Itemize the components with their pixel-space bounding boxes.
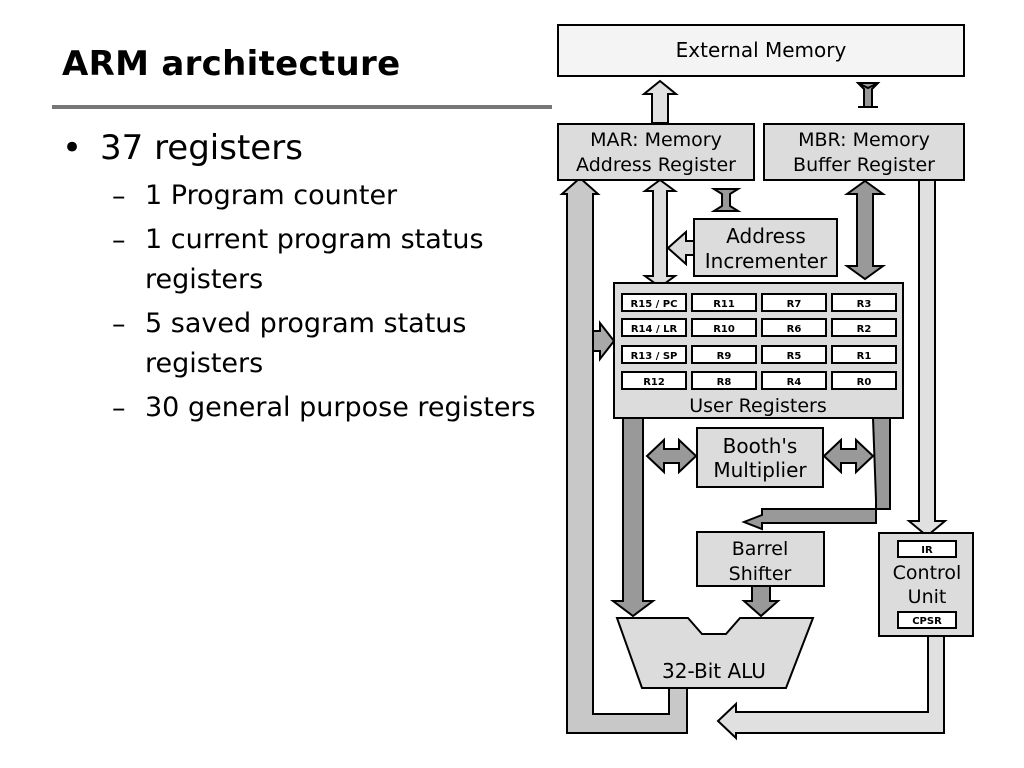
mar-registers-arrow: [641, 178, 679, 289]
register-label: R11: [713, 299, 735, 310]
control-alu-bus: [716, 635, 945, 741]
register-label: R3: [857, 299, 872, 310]
sub-bullet-marker: –: [112, 309, 126, 340]
register-grid: R15 / PC R11 R7 R3 R14 / LR R10 R6 R2 R1…: [621, 293, 897, 390]
register-cell: [621, 371, 687, 390]
booth-right-arrow: [822, 437, 875, 475]
mar-to-memory-arrow: [641, 79, 679, 124]
registers-alu-arrow: [610, 417, 656, 618]
cpsr-label: CPSR: [912, 616, 942, 627]
register-label: R6: [787, 324, 802, 335]
booths-multiplier-box: [696, 427, 824, 488]
barrel-shifter-box: [696, 531, 825, 587]
mar-label-line1: MAR: Memory: [590, 129, 722, 151]
mbr-label-line1: MBR: Memory: [798, 129, 930, 151]
sub-bullet-text: 30 general purpose registers: [145, 392, 536, 423]
register-cell: [621, 293, 687, 312]
register-cell: [761, 318, 827, 337]
register-cell: [621, 318, 687, 337]
register-label: R2: [857, 324, 872, 335]
external-memory-label: External Memory: [676, 38, 847, 62]
mbr-registers-arrow: [843, 179, 887, 281]
mbr-control-bus: [906, 179, 948, 538]
mar-box: [557, 123, 755, 181]
alu-shape: [615, 617, 815, 689]
sub-bullet-text: 1 current program status registers: [145, 224, 484, 295]
external-memory-box: [557, 24, 965, 77]
register-cell: [831, 345, 897, 364]
booths-multiplier-line1: Booth's: [723, 434, 798, 458]
sub-bullet-item: – 1 current program status registers: [100, 220, 542, 300]
incrementer-mar-arrow: [710, 188, 742, 212]
sub-bullet-marker: –: [112, 393, 126, 424]
register-cell: [761, 293, 827, 312]
register-cell: [831, 371, 897, 390]
register-label: R15 / PC: [631, 299, 678, 310]
bullet-text: 37 registers: [100, 128, 303, 168]
alu-label: 32-Bit ALU: [662, 659, 766, 683]
register-label: R13 / SP: [631, 351, 678, 362]
control-unit-line2: Unit: [908, 586, 947, 608]
registers-shifter-arrow: [741, 417, 891, 531]
arm-block-diagram: External Memory MAR: Memory Address Regi…: [557, 24, 974, 741]
sub-bullet-item: – 1 Program counter: [100, 176, 542, 216]
bullet-item: • 37 registers – 1 Program counter – 1 c…: [62, 128, 542, 428]
register-label: R7: [787, 299, 802, 310]
register-cell: [691, 318, 757, 337]
register-cell: [691, 345, 757, 364]
register-label: R12: [643, 377, 665, 388]
barrel-shifter-line2: Shifter: [729, 563, 792, 585]
sub-bullet-item: – 5 saved program status registers: [100, 304, 542, 384]
register-cell: [831, 293, 897, 312]
address-incrementer-box: [693, 218, 838, 277]
sub-bullet-item: – 30 general purpose registers: [100, 388, 542, 428]
register-cell: [761, 345, 827, 364]
register-cell: [761, 371, 827, 390]
incrementer-output-arrow: [666, 229, 695, 267]
booths-multiplier-line2: Multiplier: [713, 458, 807, 482]
ir-register-box: [897, 540, 957, 558]
register-cell: [691, 293, 757, 312]
mbr-label-line2: Buffer Register: [793, 154, 935, 176]
mar-label-line2: Address Register: [576, 154, 736, 176]
alu-to-mar-bus: [559, 176, 688, 734]
barrel-shifter-line1: Barrel: [732, 538, 789, 560]
bus-to-registers-arrow: [592, 320, 616, 362]
register-label: R0: [857, 377, 872, 388]
register-label: R4: [787, 377, 802, 388]
title-divider: [52, 105, 552, 109]
register-label: R8: [717, 377, 732, 388]
sub-bullet-list: – 1 Program counter – 1 current program …: [100, 176, 542, 428]
register-label: R1: [857, 351, 872, 362]
user-registers-label: User Registers: [689, 395, 826, 417]
mbr-box: [763, 123, 965, 181]
register-label: R9: [717, 351, 732, 362]
booth-left-arrow: [645, 437, 698, 475]
shifter-alu-arrow: [741, 584, 781, 618]
register-cell: [621, 345, 687, 364]
control-unit-line1: Control: [893, 562, 962, 584]
sub-bullet-marker: –: [112, 225, 126, 256]
bullet-list: • 37 registers – 1 Program counter – 1 c…: [62, 128, 542, 432]
sub-bullet-text: 5 saved program status registers: [145, 308, 467, 379]
address-incrementer-line1: Address: [726, 224, 806, 248]
sub-bullet-marker: –: [112, 181, 126, 212]
register-label: R5: [787, 351, 802, 362]
sub-bullet-text: 1 Program counter: [145, 180, 398, 211]
register-cell: [831, 318, 897, 337]
bullet-marker: •: [62, 128, 83, 168]
register-cell: [691, 371, 757, 390]
cpsr-register-box: [897, 611, 957, 629]
register-label: R14 / LR: [631, 324, 678, 335]
register-label: R10: [713, 324, 735, 335]
ir-label: IR: [921, 545, 933, 556]
slide-title: ARM architecture: [62, 44, 401, 84]
address-incrementer-line2: Incrementer: [705, 249, 828, 273]
